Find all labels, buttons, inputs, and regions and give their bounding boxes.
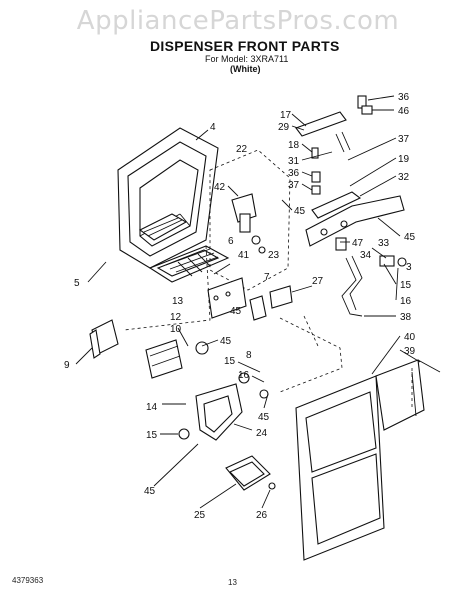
- callout-labels: 36 46 17 29 4 37 18 31 19 22 36 37 42 45…: [64, 92, 416, 521]
- callout-16-b: 16: [238, 370, 250, 381]
- callout-17: 17: [280, 110, 292, 121]
- document-number: 4379363: [12, 576, 44, 585]
- callout-37-b: 37: [288, 180, 300, 191]
- callout-36: 36: [398, 92, 410, 103]
- drip-tray-grille: [148, 245, 230, 283]
- callout-15-c: 15: [146, 430, 158, 441]
- callout-3: 3: [406, 262, 412, 273]
- front-panel-assembly: [295, 359, 441, 561]
- callout-22: 22: [236, 144, 248, 155]
- callout-45-c: 45: [230, 306, 242, 317]
- callout-23: 23: [268, 250, 280, 261]
- callout-9: 9: [64, 360, 70, 371]
- actuator-parts: [207, 193, 293, 321]
- callout-5: 5: [74, 278, 80, 289]
- page-number: 13: [228, 578, 237, 587]
- model-line: For Model: 3XRA711: [205, 54, 289, 64]
- callout-7: 7: [264, 272, 270, 283]
- ice-chute-door: [225, 455, 276, 491]
- callout-40: 40: [404, 332, 416, 343]
- callout-19: 19: [398, 154, 410, 165]
- callout-33: 33: [378, 238, 390, 249]
- guide-lines: [123, 245, 413, 410]
- callout-13: 13: [172, 296, 184, 307]
- callout-14: 14: [146, 402, 158, 413]
- callout-45-f: 45: [144, 486, 156, 497]
- callout-45-a: 45: [294, 206, 306, 217]
- site-watermark: AppliancePartsPros.com: [76, 6, 400, 36]
- callout-42: 42: [214, 182, 226, 193]
- mounting-bracket: [305, 191, 407, 317]
- callout-29: 29: [278, 122, 290, 133]
- callout-25: 25: [194, 510, 206, 521]
- callout-24: 24: [256, 428, 268, 439]
- callout-15-a: 15: [400, 280, 412, 291]
- callout-37: 37: [398, 134, 410, 145]
- callout-26: 26: [256, 510, 268, 521]
- callout-18: 18: [288, 140, 300, 151]
- callout-45-e: 45: [258, 412, 270, 423]
- leader-lines: [75, 95, 421, 509]
- callout-45-d: 45: [220, 336, 232, 347]
- callout-36-b: 36: [288, 168, 300, 179]
- callout-39: 39: [404, 346, 416, 357]
- callout-32: 32: [398, 172, 410, 183]
- lower-actuator: [178, 372, 269, 441]
- dispenser-housing: [117, 127, 219, 269]
- callout-15-b: 15: [224, 356, 236, 367]
- callout-38: 38: [400, 312, 412, 323]
- callout-10: 10: [170, 324, 182, 335]
- callout-12: 12: [170, 312, 182, 323]
- variant-label: (White): [230, 64, 261, 74]
- callout-16-a: 16: [400, 296, 412, 307]
- callout-41: 41: [238, 250, 250, 261]
- diagram-title: DISPENSER FRONT PARTS: [150, 38, 340, 54]
- side-bracket-parts: [89, 319, 209, 379]
- callout-34: 34: [360, 250, 372, 261]
- callout-45-b: 45: [404, 232, 416, 243]
- callout-31: 31: [288, 156, 300, 167]
- callout-8: 8: [246, 350, 252, 361]
- callout-4: 4: [210, 122, 216, 133]
- callout-46: 46: [398, 106, 410, 117]
- callout-27: 27: [312, 276, 324, 287]
- callout-6: 6: [228, 236, 234, 247]
- callout-47: 47: [352, 238, 364, 249]
